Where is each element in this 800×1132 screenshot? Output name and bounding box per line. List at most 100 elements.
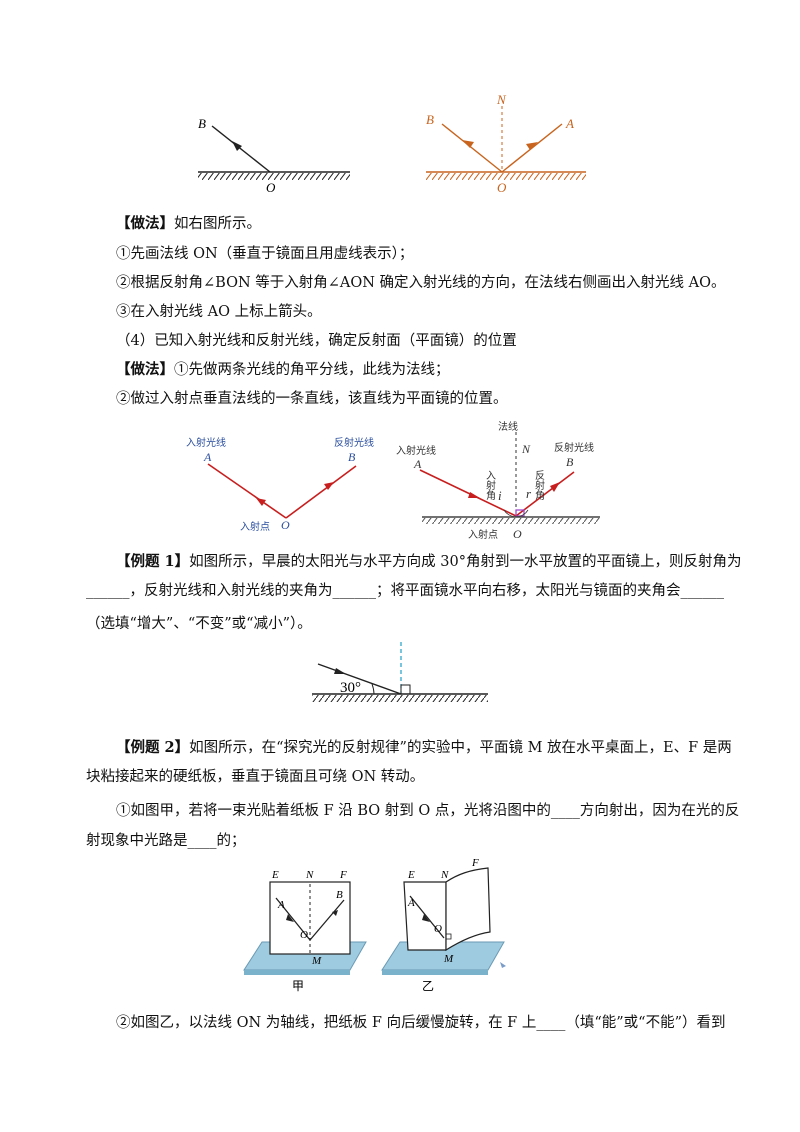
figure-normal-angles: 法线 N 入射光线 反射光线 A B 入射角 反射角 i r 入射点 O [396,420,600,541]
ray-reflected [285,465,357,519]
label-incident: 入射光线 [186,436,226,449]
label-B: B [198,116,206,131]
example1-text: 如图所示，早晨的太阳光与水平方向成 30°角射到一水平放置的平面镜上，则反射角为 [189,554,742,570]
ray-incident [419,469,517,517]
example1-line3: （选填“增大”、“不变”或“减小”）。 [86,616,312,632]
paper-board-F [445,867,491,952]
arrow-head-out [550,482,560,492]
method-text: 如右图所示。 [174,216,261,232]
label-reflected: 反射光线 [334,436,374,449]
figure-yi: E N F A O M 乙 [381,857,506,993]
label-O: O [513,527,522,541]
paper-board [269,881,351,955]
method-text: ①先做两条光线的角平分线，此线为法线； [174,362,450,378]
arrow-head [232,141,242,151]
label-in-angle: 入射角 [484,470,496,501]
q2-line1: ②如图乙，以法线 ON 为轴线，把纸板 F 向后缓慢旋转，在 F 上____（填… [116,1015,726,1031]
label-A: A [407,897,415,909]
example2-tag: 【例题 2】 [116,739,190,756]
ray-incident [207,463,287,519]
figure-mirror-left: B O [198,116,350,195]
arrow-head-out [462,140,474,148]
arrow-in [286,914,294,922]
label-A: A [565,116,574,131]
ray-reflected [515,471,575,517]
figure-jia: E N F A B O M 甲 [243,869,367,993]
example2-text: 如图所示，在“探究光的反射规律”的实验中，平面镜 M 放在水平桌面上，E、F 是… [189,740,732,756]
label-point: 入射点 [240,521,270,533]
label-incident: 入射光线 [396,444,436,457]
mirror-hatch [422,518,600,524]
label-point: 入射点 [468,529,498,541]
method-4: 【做法】①先做两条光线的角平分线，此线为法线； [116,360,450,380]
label-r: r [526,486,532,501]
label-B: B [336,889,343,901]
label-A: A [413,457,422,471]
figure-mirror-right: N B A O [426,92,586,195]
arrow-head-in [468,492,480,498]
figure-incident-reflected: 入射光线 反射光线 A B 入射点 O [186,436,374,533]
arrow-head-in [256,498,266,506]
arrow-out [332,910,338,916]
example1-line1: 【例题 1】如图所示，早晨的太阳光与水平方向成 30°角射到一水平放置的平面镜上… [116,552,741,572]
label-E: E [271,869,279,881]
label-O: O [266,180,276,195]
ray-OB [309,899,345,941]
arrow-head-in [526,142,538,150]
label-A: A [203,450,212,464]
sun-ray [317,663,402,695]
step-3: ③在入射光线 AO 上标上箭头。 [116,304,322,320]
method-tag: 【做法】 [116,215,174,232]
label-reflected: 反射光线 [554,441,594,454]
label-N: N [521,442,531,456]
arrow-in [422,914,430,922]
label-B: B [426,112,434,127]
label-N: N [305,869,314,881]
label-F: F [339,869,347,881]
angle-label: 30° [340,680,361,696]
arrow-head [334,668,346,674]
mirror-hatch [198,173,350,180]
label-O: O [434,923,442,935]
arrow-head-out [324,482,334,490]
section-4-title: （4）已知入射光线和反射光线，确定反射面（平面镜）的位置 [116,333,517,349]
label-E: E [407,869,415,881]
ray-BO [211,125,271,173]
example2-line2: 块粘接起来的硬纸板，垂直于镜面且可绕 ON 转动。 [86,769,425,785]
step-1: ①先画法线 ON（垂直于镜面且用虚线表示）； [116,246,414,262]
corner-mark [500,962,506,968]
label-F: F [471,857,479,869]
method-tag: 【做法】 [116,361,174,378]
example2-line1: 【例题 2】如图所示，在“探究光的反射规律”的实验中，平面镜 M 放在水平桌面上… [116,738,732,758]
example1-tag: 【例题 1】 [116,553,190,570]
label-O: O [300,929,308,941]
label-i: i [498,488,502,503]
label-M: M [443,953,454,965]
angle-arc [371,683,375,695]
ray-AO [275,897,311,941]
caption-yi: 乙 [422,979,434,993]
ray-AO [409,895,445,939]
label-N: N [440,869,449,881]
label-M: M [311,955,322,967]
mirror-front [382,970,488,975]
label-B: B [348,450,356,464]
mirror-hatch [426,173,586,180]
step-4-2: ②做过入射点垂直法线的一条直线，该直线为平面镜的位置。 [116,391,508,407]
label-B: B [566,455,574,469]
label-A: A [277,899,285,911]
mirror-hatch [312,695,488,702]
method-3: 【做法】如右图所示。 [116,214,261,234]
caption-jia: 甲 [292,979,304,993]
label-out-angle: 反射角 [533,470,545,501]
right-angle-box [400,684,411,695]
label-normal: 法线 [498,420,518,433]
ray-OB [441,123,503,173]
step-2: ②根据反射角∠BON 等于入射角∠AON 确定入射光线的方向，在法线右侧画出入射… [116,275,726,291]
q1-line1: ①如图甲，若将一束光贴着纸板 F 沿 BO 射到 O 点，光将沿图中的____方… [116,803,740,819]
label-N: N [496,92,507,107]
q1-line2: 射现象中光路是____的； [86,833,246,849]
right-angle-mark [445,933,452,940]
label-O: O [281,518,290,532]
figure-sunlight-mirror: 30° [312,642,488,702]
